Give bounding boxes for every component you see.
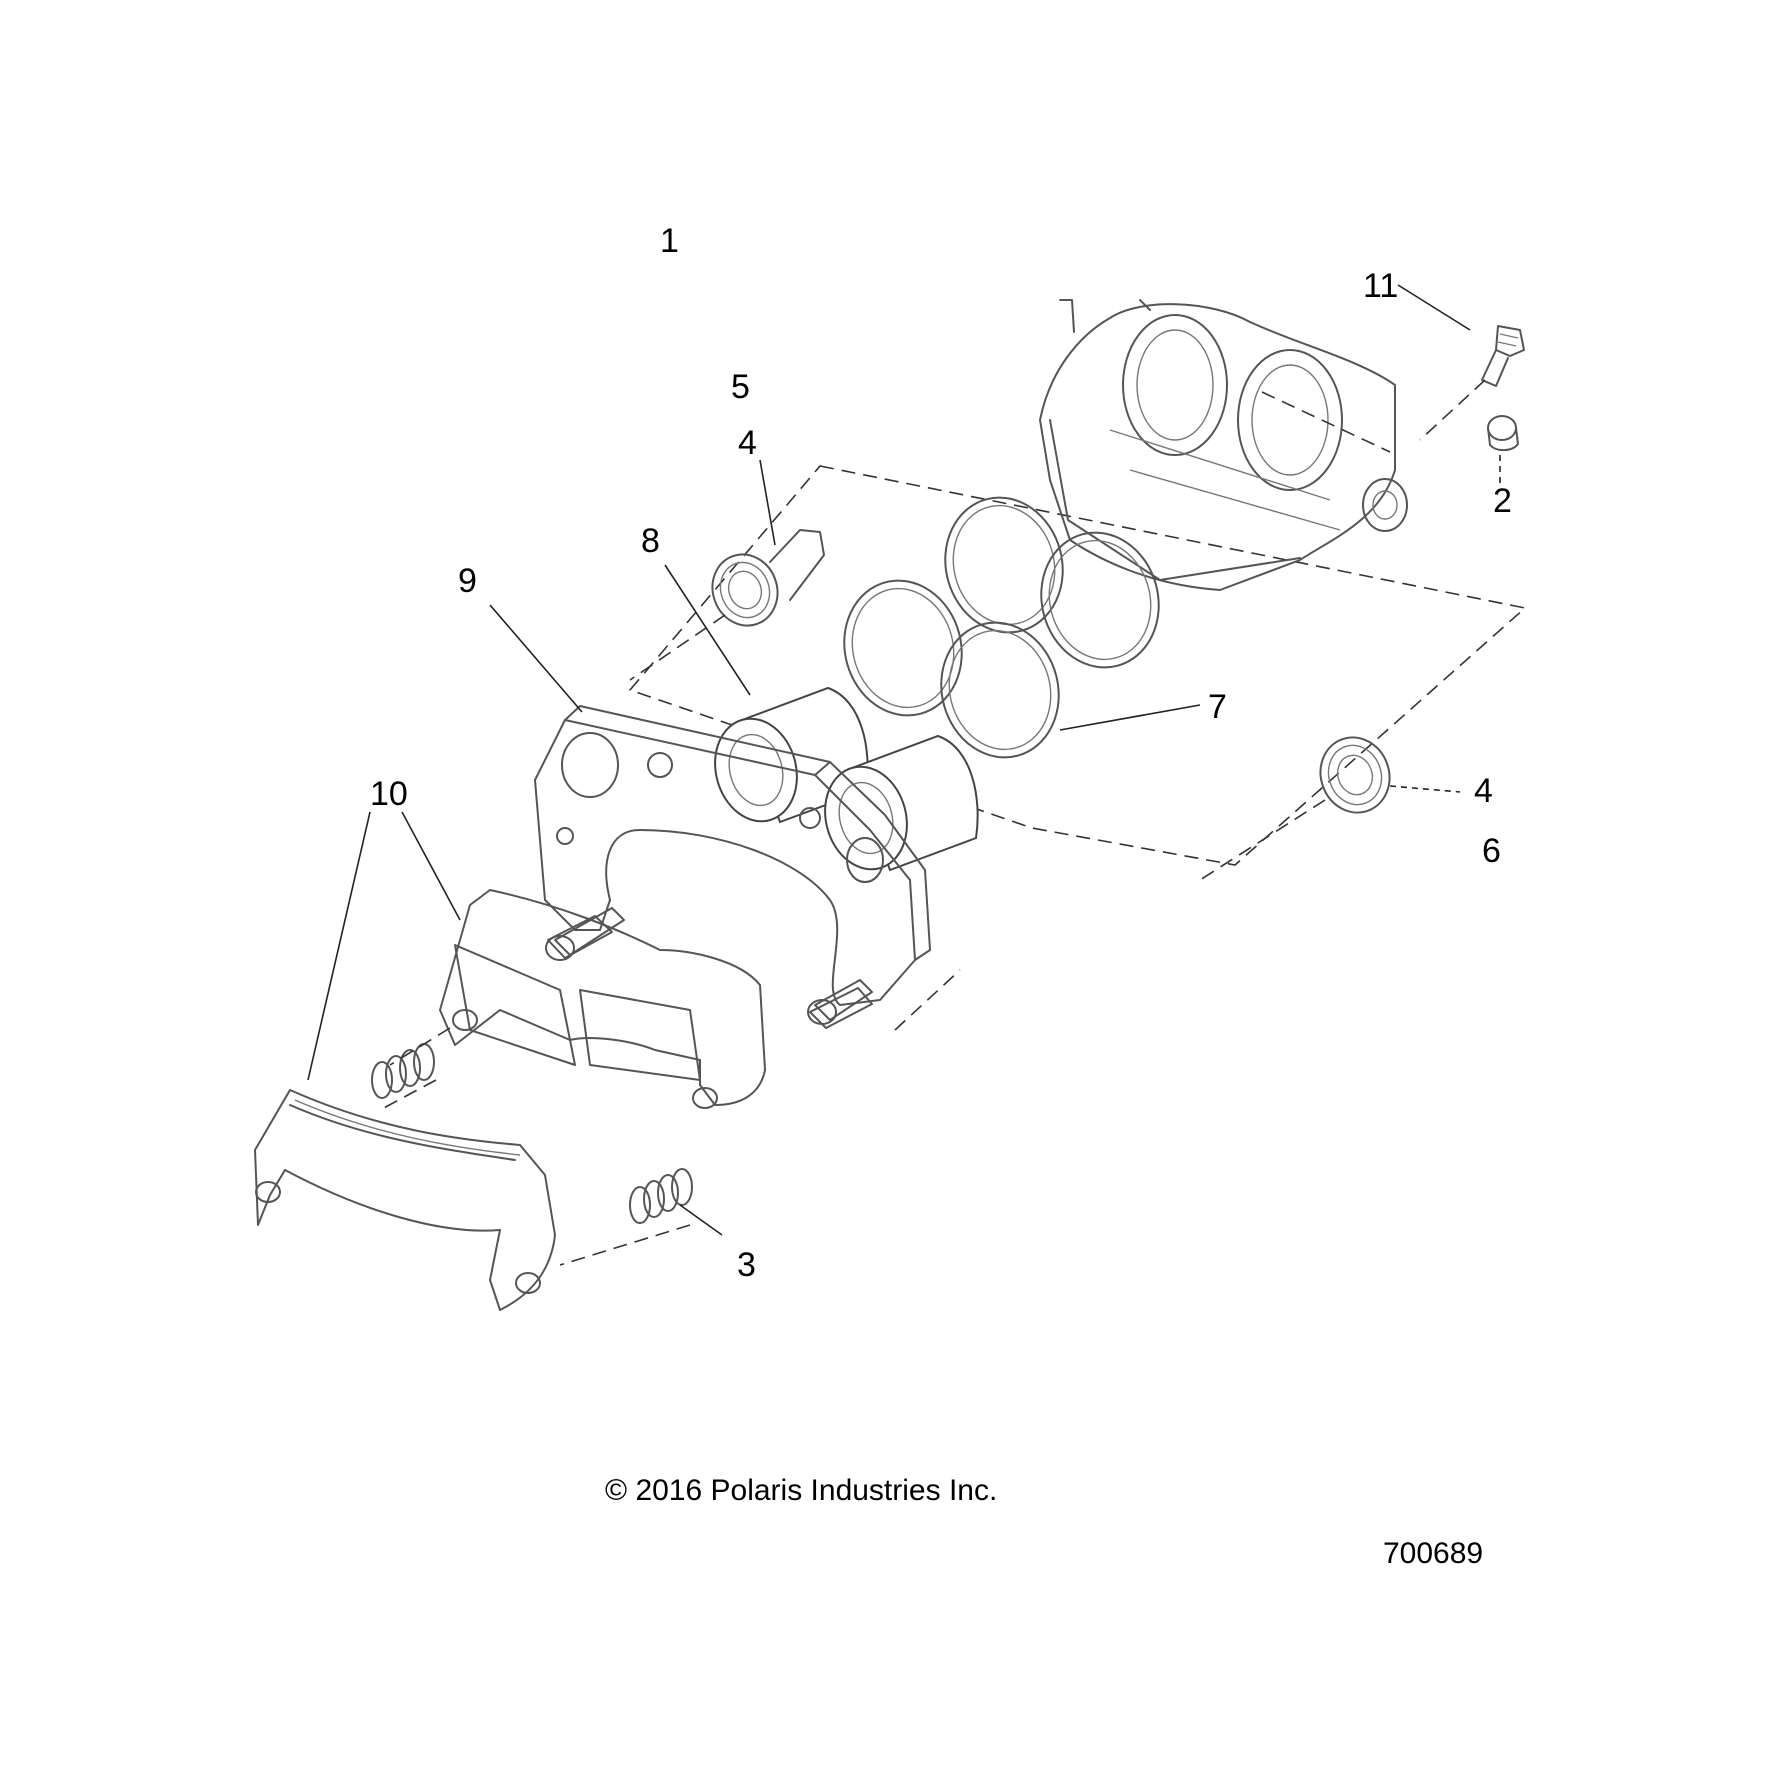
callout-4-lower: 4 (1474, 772, 1493, 810)
callout-9: 9 (458, 562, 477, 600)
callout-2: 2 (1493, 482, 1512, 520)
pad-spring-lower (629, 1168, 693, 1224)
callout-11: 11 (1363, 267, 1398, 305)
piston-seals (843, 496, 1160, 759)
callout-10: 10 (370, 775, 408, 813)
pad-spring-upper (371, 1043, 435, 1099)
assembly-boundary (628, 465, 1527, 866)
bracket-pins (547, 915, 873, 1029)
pin-boot-upper (711, 529, 825, 627)
brake-pad-inner (439, 889, 766, 1109)
leader-lines (307, 284, 1501, 1236)
bleeder-cap (1487, 415, 1519, 452)
callout-6: 6 (1482, 832, 1501, 870)
brake-pad-outer (254, 1089, 556, 1311)
callout-1: 1 (660, 222, 679, 260)
pin-boot-lower (1319, 736, 1391, 814)
callout-4-upper: 4 (738, 424, 757, 462)
caliper-housing (1039, 299, 1408, 591)
callout-7: 7 (1208, 688, 1227, 726)
assembly-lines (379, 379, 1486, 1266)
callout-3: 3 (737, 1246, 756, 1284)
callout-8: 8 (641, 522, 660, 560)
callout-5: 5 (731, 368, 750, 406)
drawing-number: 700689 (1383, 1537, 1483, 1570)
pistons (714, 686, 979, 872)
copyright-text: © 2016 Polaris Industries Inc. (605, 1474, 997, 1507)
caliper-bracket (534, 705, 931, 1025)
bleeder-screw (1481, 325, 1525, 387)
